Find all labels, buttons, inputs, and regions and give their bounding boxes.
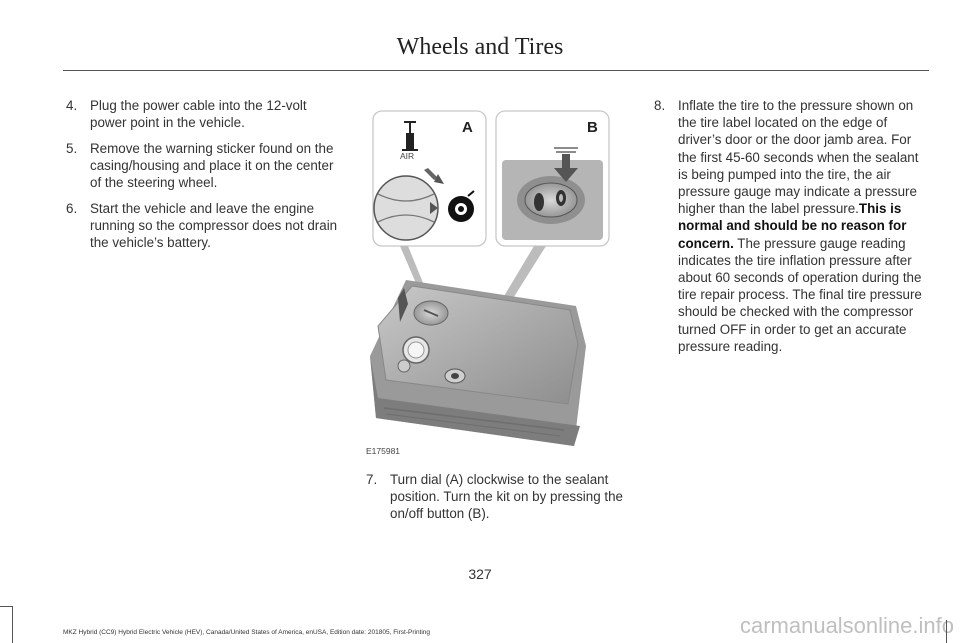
step-4: 4. Plug the power cable into the 12-volt…: [66, 97, 340, 131]
step-5: 5. Remove the warning sticker found on t…: [66, 140, 340, 192]
air-label: AIR: [400, 151, 415, 161]
step-text-rest: The pressure gauge reading indicates the…: [678, 235, 922, 354]
step-text: Plug the power cable into the 12-volt po…: [90, 98, 307, 131]
crop-mark-left-horizontal: [0, 606, 13, 607]
step-number: 5.: [66, 141, 78, 156]
crop-mark-right: [946, 620, 947, 643]
header-rule: [63, 70, 929, 71]
crop-mark-left: [12, 606, 13, 643]
step-text-emphasis: This is normal and should be no reason f…: [678, 201, 907, 251]
step-number: 6.: [66, 201, 78, 216]
callout-a-label: A: [462, 119, 473, 136]
step-text: Inflate the tire to the pressure shown o…: [654, 97, 928, 355]
watermark: carmanualsonline.info: [739, 613, 954, 638]
step-text-intro: Inflate the tire to the pressure shown o…: [678, 98, 919, 217]
step-number: 7.: [366, 472, 378, 487]
compressor-figure: A B AIR E175981: [364, 108, 616, 460]
page-number: 327: [468, 566, 492, 582]
step-text: Turn dial (A) clockwise to the sealant p…: [390, 472, 623, 522]
step-number: 4.: [66, 98, 78, 113]
callout-b-label: B: [587, 119, 598, 136]
page-title: Wheels and Tires: [396, 34, 564, 60]
footer-text: MKZ Hybrid (CC9) Hybrid Electric Vehicle…: [63, 629, 431, 636]
step-8: 8. Inflate the tire to the pressure show…: [654, 97, 928, 355]
step-6: 6. Start the vehicle and leave the engin…: [66, 200, 340, 252]
step-text: Start the vehicle and leave the engine r…: [90, 201, 338, 251]
step-7: 7. Turn dial (A) clockwise to the sealan…: [366, 471, 632, 523]
step-text: Remove the warning sticker found on the …: [90, 141, 334, 191]
figure-id: E175981: [366, 446, 401, 456]
compressor-illustration: [370, 110, 610, 446]
step-number: 8.: [654, 98, 666, 113]
